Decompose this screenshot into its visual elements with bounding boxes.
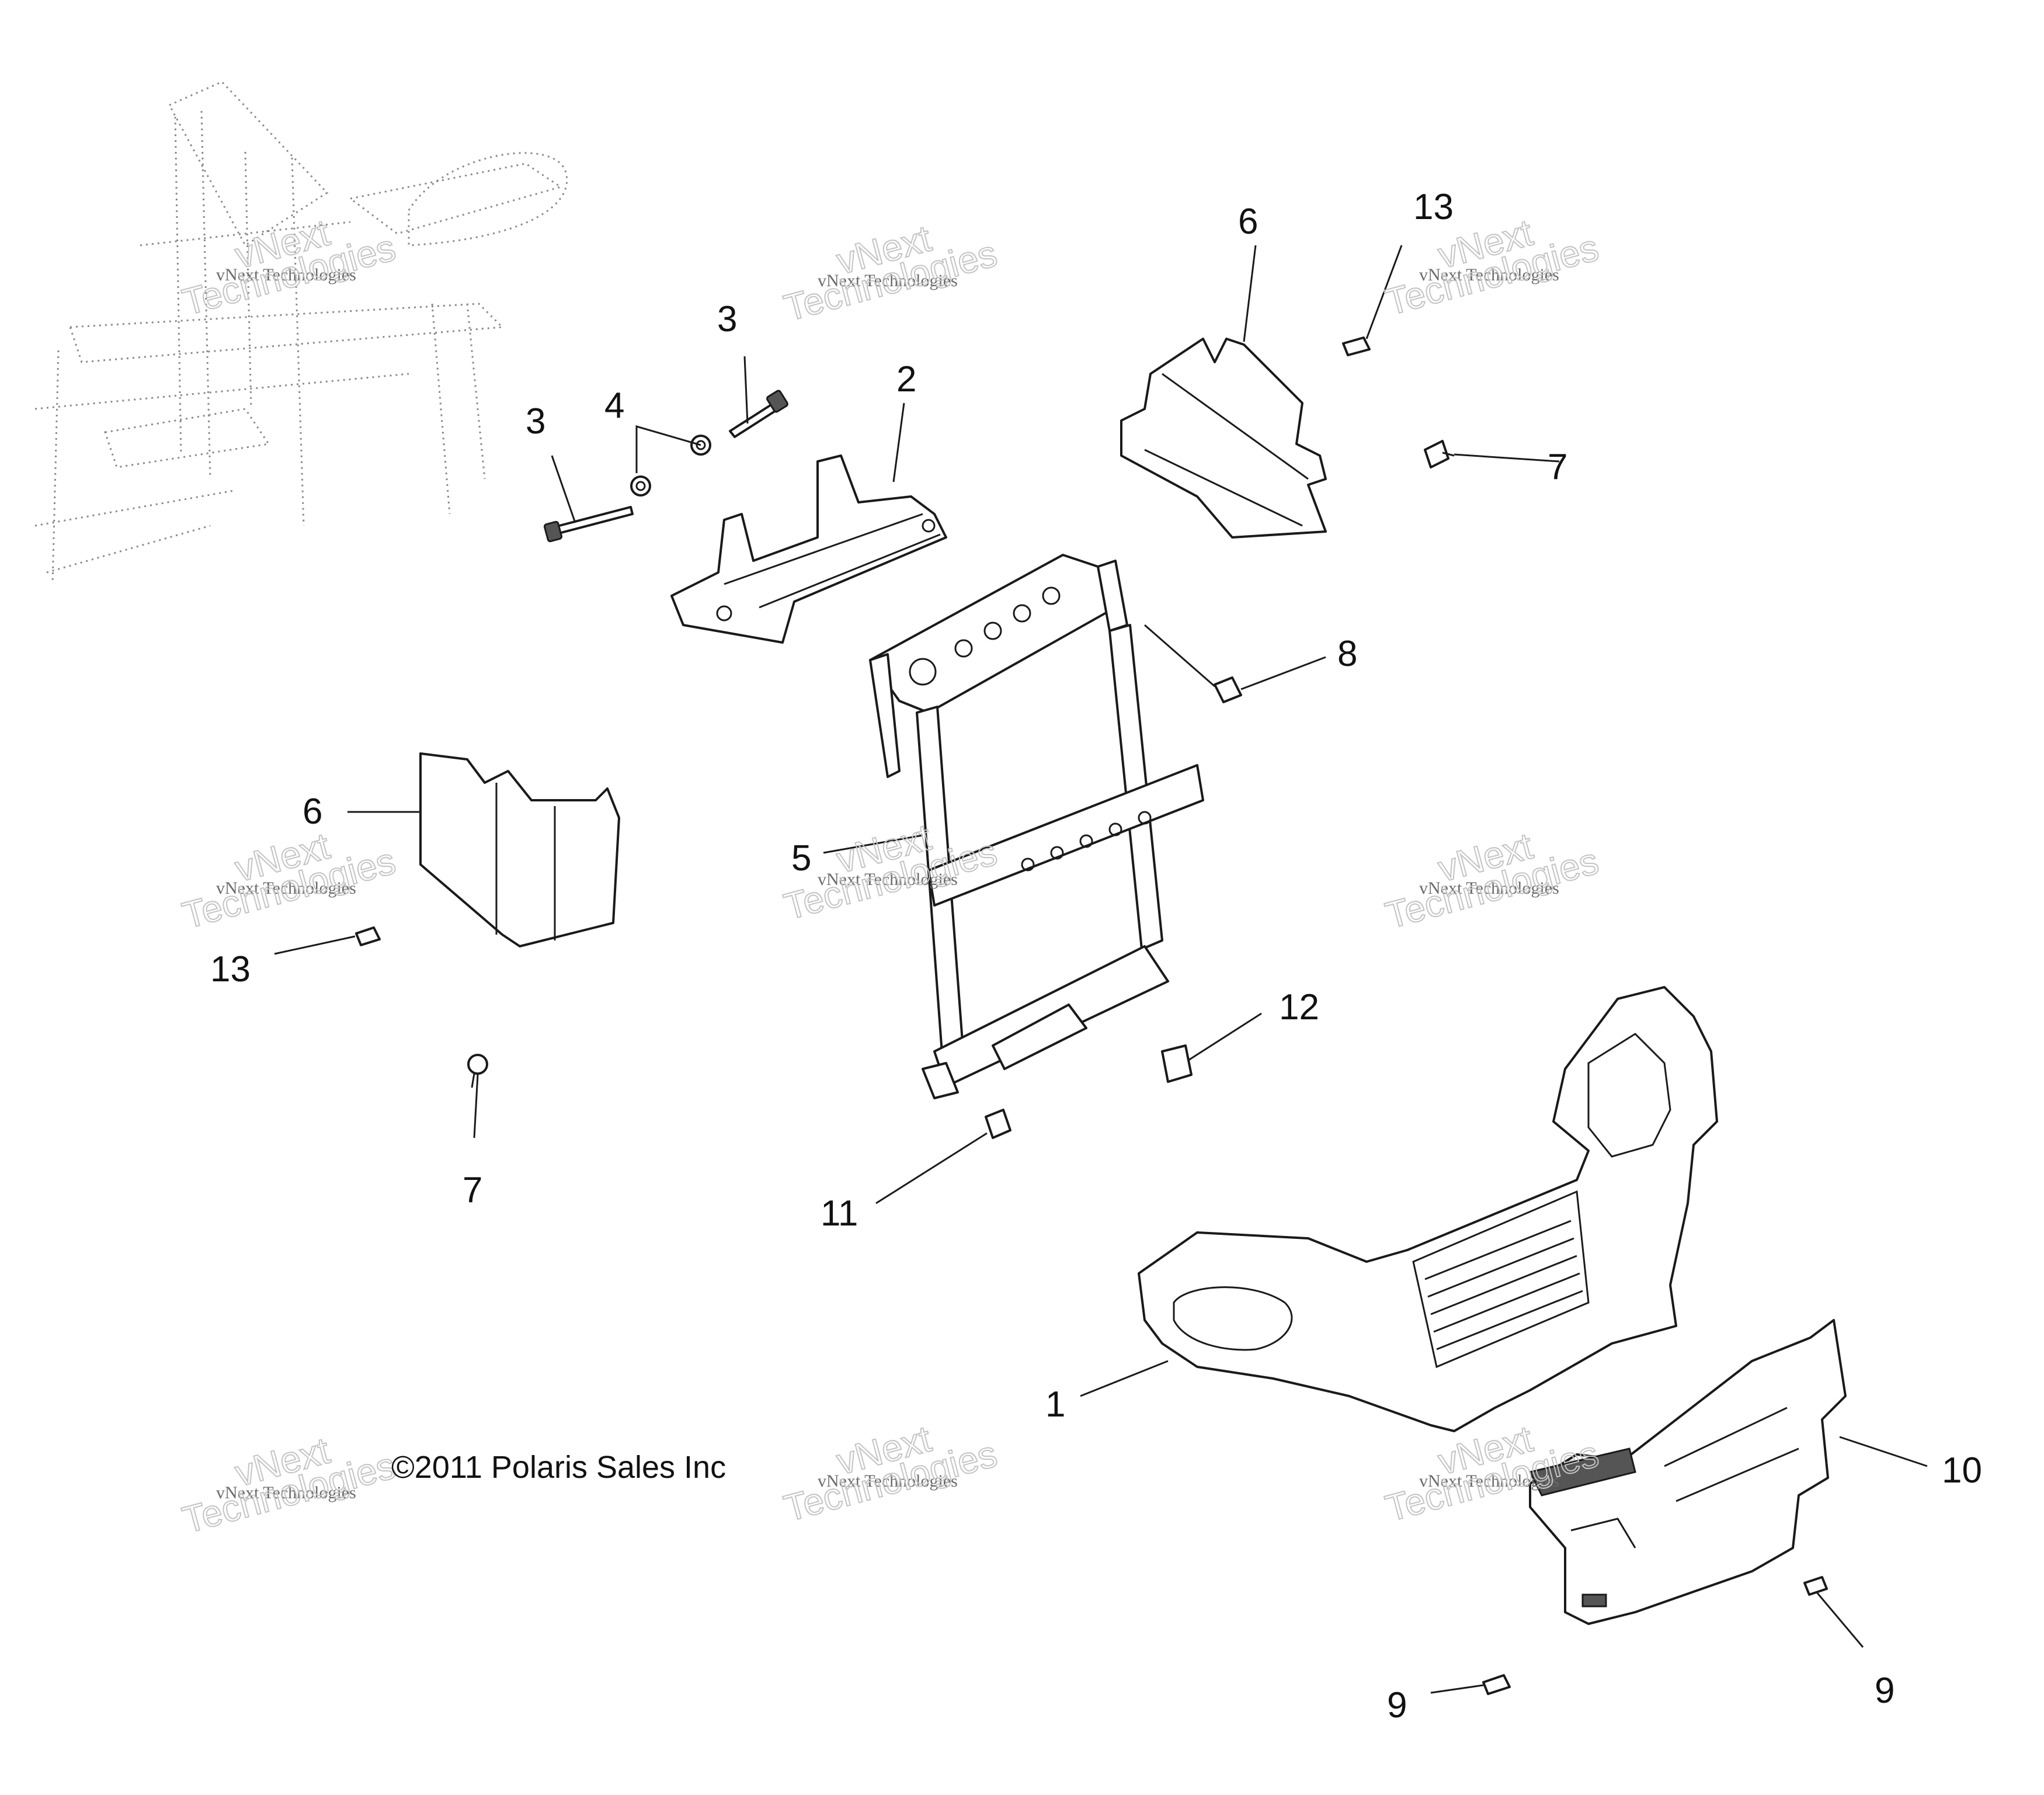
callout-7-lower: 7 <box>463 1170 482 1210</box>
callout-12: 12 <box>1279 987 1319 1027</box>
part-9-fastener-left <box>1482 1674 1511 1695</box>
svg-text:vNext Technologies: vNext Technologies <box>1419 879 1559 898</box>
svg-text:vNext Technologies: vNext Technologies <box>216 879 356 898</box>
leader-lines <box>274 245 1928 1694</box>
svg-text:vNext Technologies: vNext Technologies <box>818 271 958 290</box>
callout-13-upper: 13 <box>1413 187 1454 227</box>
svg-text:vNext Technologies: vNext Technologies <box>1419 1471 1559 1491</box>
callout-9-right: 9 <box>1875 1671 1894 1711</box>
part-9-fastener-right <box>1803 1576 1828 1596</box>
part-7-fastener-upper <box>1424 440 1455 468</box>
callout-9-left: 9 <box>1387 1685 1407 1725</box>
part-1-front-fascia <box>1138 986 1718 1432</box>
callout-4: 4 <box>604 386 624 426</box>
part-6-cover-left <box>419 752 620 947</box>
svg-text:vNext Technologies: vNext Technologies <box>216 1483 356 1502</box>
callout-10: 10 <box>1942 1450 1982 1491</box>
part-12-fastener <box>1161 1044 1193 1083</box>
part-3-bolt-right <box>729 390 788 438</box>
callout-3-right: 3 <box>717 299 737 339</box>
copyright-text: ©2011 Polaris Sales Inc <box>391 1450 726 1485</box>
callout-8: 8 <box>1337 634 1357 674</box>
svg-text:vNext Technologies: vNext Technologies <box>1419 265 1559 284</box>
part-6-cover-upper <box>1120 338 1327 539</box>
svg-text:vNext Technologies: vNext Technologies <box>818 1471 958 1491</box>
callout-1: 1 <box>1045 1384 1065 1425</box>
part-8-fastener <box>1214 676 1242 703</box>
callout-11: 11 <box>821 1193 858 1234</box>
part-13-fastener-left <box>355 926 381 946</box>
chassis-frame-ghost <box>34 81 568 585</box>
svg-text:vNext Technologies: vNext Technologies <box>818 870 958 889</box>
callout-13-left: 13 <box>210 949 251 989</box>
part-13-fastener-upper <box>1342 336 1371 356</box>
callout-3-left: 3 <box>526 401 545 442</box>
callout-6-left: 6 <box>303 791 322 832</box>
callout-6-upper: 6 <box>1238 202 1258 242</box>
callout-2: 2 <box>896 359 916 400</box>
part-7-fastener-lower <box>467 1054 488 1088</box>
callout-5: 5 <box>791 838 811 879</box>
part-11-fastener <box>985 1109 1011 1139</box>
part-10-lower-bumper <box>1528 1319 1847 1625</box>
part-3-bolt-left <box>543 506 634 543</box>
callout-7-upper: 7 <box>1548 447 1567 487</box>
callout-labels: 1 2 3 3 4 5 6 6 7 7 8 9 9 10 11 12 13 13 <box>210 187 1982 1725</box>
svg-text:vNext Technologies: vNext Technologies <box>216 265 356 284</box>
part-5-front-frame <box>869 554 1204 1099</box>
part-2-bracket <box>670 454 947 644</box>
